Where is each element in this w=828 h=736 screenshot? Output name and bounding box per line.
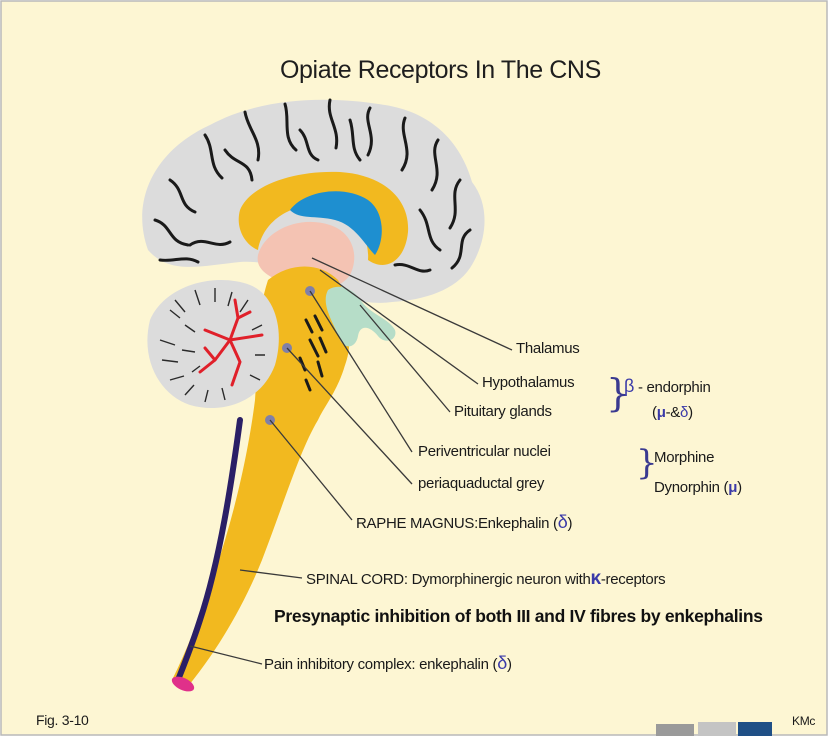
- beta-text: - endorphin: [638, 379, 711, 396]
- label-pituitary: Pituitary glands: [454, 403, 552, 420]
- spinal-suffix: -receptors: [601, 571, 666, 588]
- logo-tile-blue: [738, 722, 772, 736]
- beta-mid: -&: [666, 404, 680, 421]
- label-periventricular: Periventricular nuclei: [418, 443, 551, 460]
- legend-dynorphin: Dynorphin (μ): [654, 479, 742, 496]
- pain-text: Pain inhibitory complex: enkephalin (: [264, 656, 497, 673]
- spinal-text: SPINAL CORD: Dymorphinergic neuron with: [306, 571, 591, 588]
- logo-tile-light: [698, 722, 736, 736]
- beta-mu: μ: [657, 404, 666, 421]
- beta-symbol: β: [624, 376, 634, 396]
- legend-beta-endorphin: β - endorphin: [624, 376, 711, 397]
- legend-beta-receptors: (μ-&δ): [652, 404, 693, 421]
- label-spinal-cord: SPINAL CORD: Dymorphinergic neuron withκ…: [306, 568, 665, 590]
- label-hypothalamus: Hypothalamus: [482, 374, 574, 391]
- label-thalamus: Thalamus: [516, 340, 579, 357]
- raphe-close: ): [567, 515, 572, 532]
- logo-tile-grey: [656, 724, 694, 736]
- author-initials: KMc: [792, 714, 815, 728]
- cerebellum: [147, 280, 278, 408]
- dynorphin-text: Dynorphin (: [654, 479, 728, 496]
- pain-delta: δ: [497, 653, 507, 673]
- dynorphin-close: ): [737, 479, 742, 496]
- label-pain-complex: Pain inhibitory complex: enkephalin (δ): [264, 653, 512, 674]
- label-raphe: RAPHE MAGNUS:Enkephalin (δ): [356, 512, 572, 533]
- legend-morphine: Morphine: [654, 449, 714, 466]
- label-periaquaductal: periaquaductal grey: [418, 475, 544, 492]
- beta-close: ): [688, 404, 693, 421]
- figure-number: Fig. 3-10: [36, 712, 89, 728]
- raphe-text: RAPHE MAGNUS:Enkephalin (: [356, 515, 558, 532]
- pain-close: ): [507, 656, 512, 673]
- page-title: Opiate Receptors In The CNS: [280, 56, 601, 85]
- presynaptic-note: Presynaptic inhibition of both III and I…: [274, 606, 763, 627]
- beta-delta: δ: [680, 404, 688, 421]
- spinal-kappa: κ: [591, 568, 601, 589]
- dynorphin-mu: μ: [728, 479, 737, 496]
